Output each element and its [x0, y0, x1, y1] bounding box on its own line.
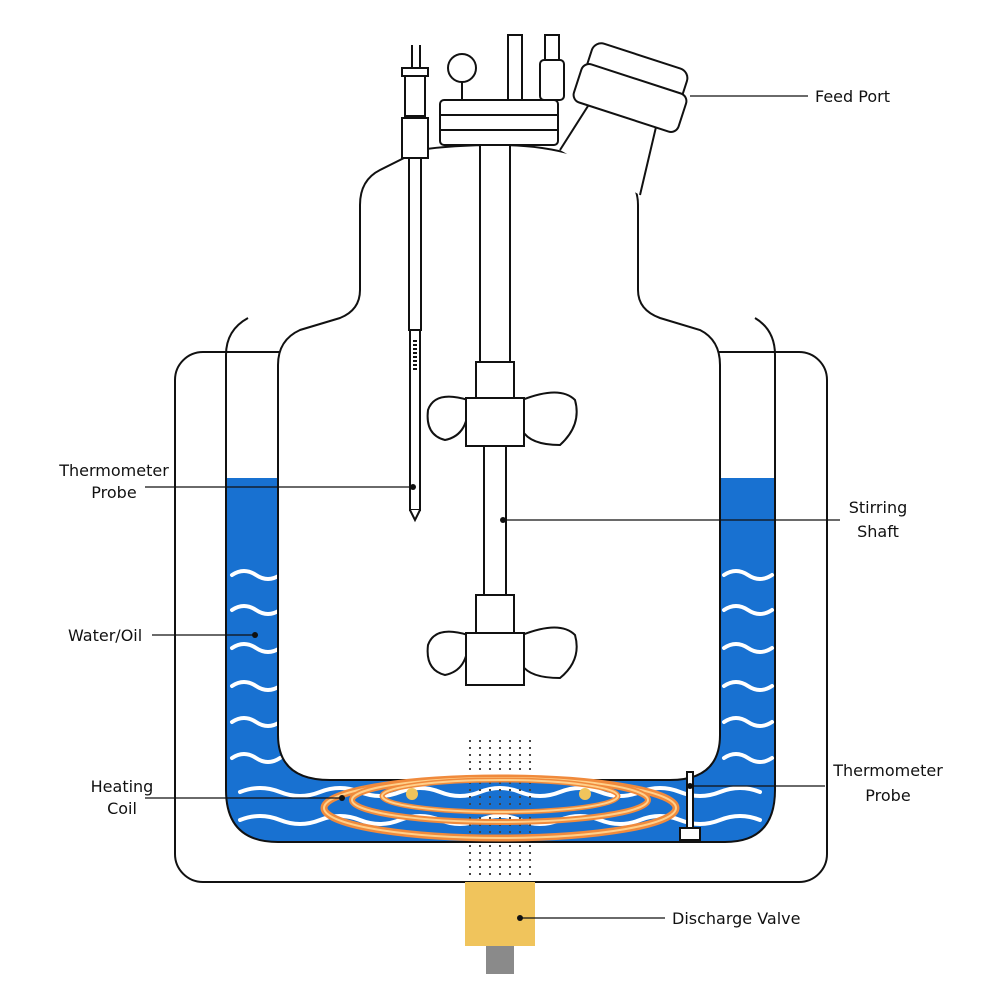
label-thermometer-right-2: Probe [865, 786, 910, 805]
waves-bottom [238, 786, 762, 826]
label-stirring-2: Shaft [857, 522, 899, 541]
discharge-valve [465, 882, 535, 974]
inner-bath-wall [225, 317, 776, 843]
thermometer-probe-right [679, 771, 701, 841]
label-discharge-valve: Discharge Valve [672, 909, 801, 928]
label-heating-1: Heating [91, 777, 154, 796]
label-thermometer-top-2: Probe [91, 483, 136, 502]
heating-coil [320, 774, 680, 842]
leader-heating-coil-dot [339, 795, 345, 801]
waves-right [722, 569, 774, 764]
label-feed-port: Feed Port [815, 87, 890, 106]
label-thermometer-top-1: Thermometer [58, 461, 169, 480]
impeller-upper [426, 391, 578, 447]
label-water-oil: Water/Oil [68, 626, 142, 645]
thermometer-probe-top [401, 45, 429, 523]
stirring-shaft [475, 144, 515, 636]
waves-left [230, 569, 282, 764]
feed-port [559, 42, 689, 196]
label-heating-2: Coil [107, 799, 137, 818]
label-stirring-1: Stirring [849, 498, 908, 517]
top-neck [439, 34, 565, 146]
leader-water-oil-dot [252, 632, 258, 638]
impeller-lower [426, 626, 578, 686]
label-thermometer-right-1: Thermometer [832, 761, 943, 780]
